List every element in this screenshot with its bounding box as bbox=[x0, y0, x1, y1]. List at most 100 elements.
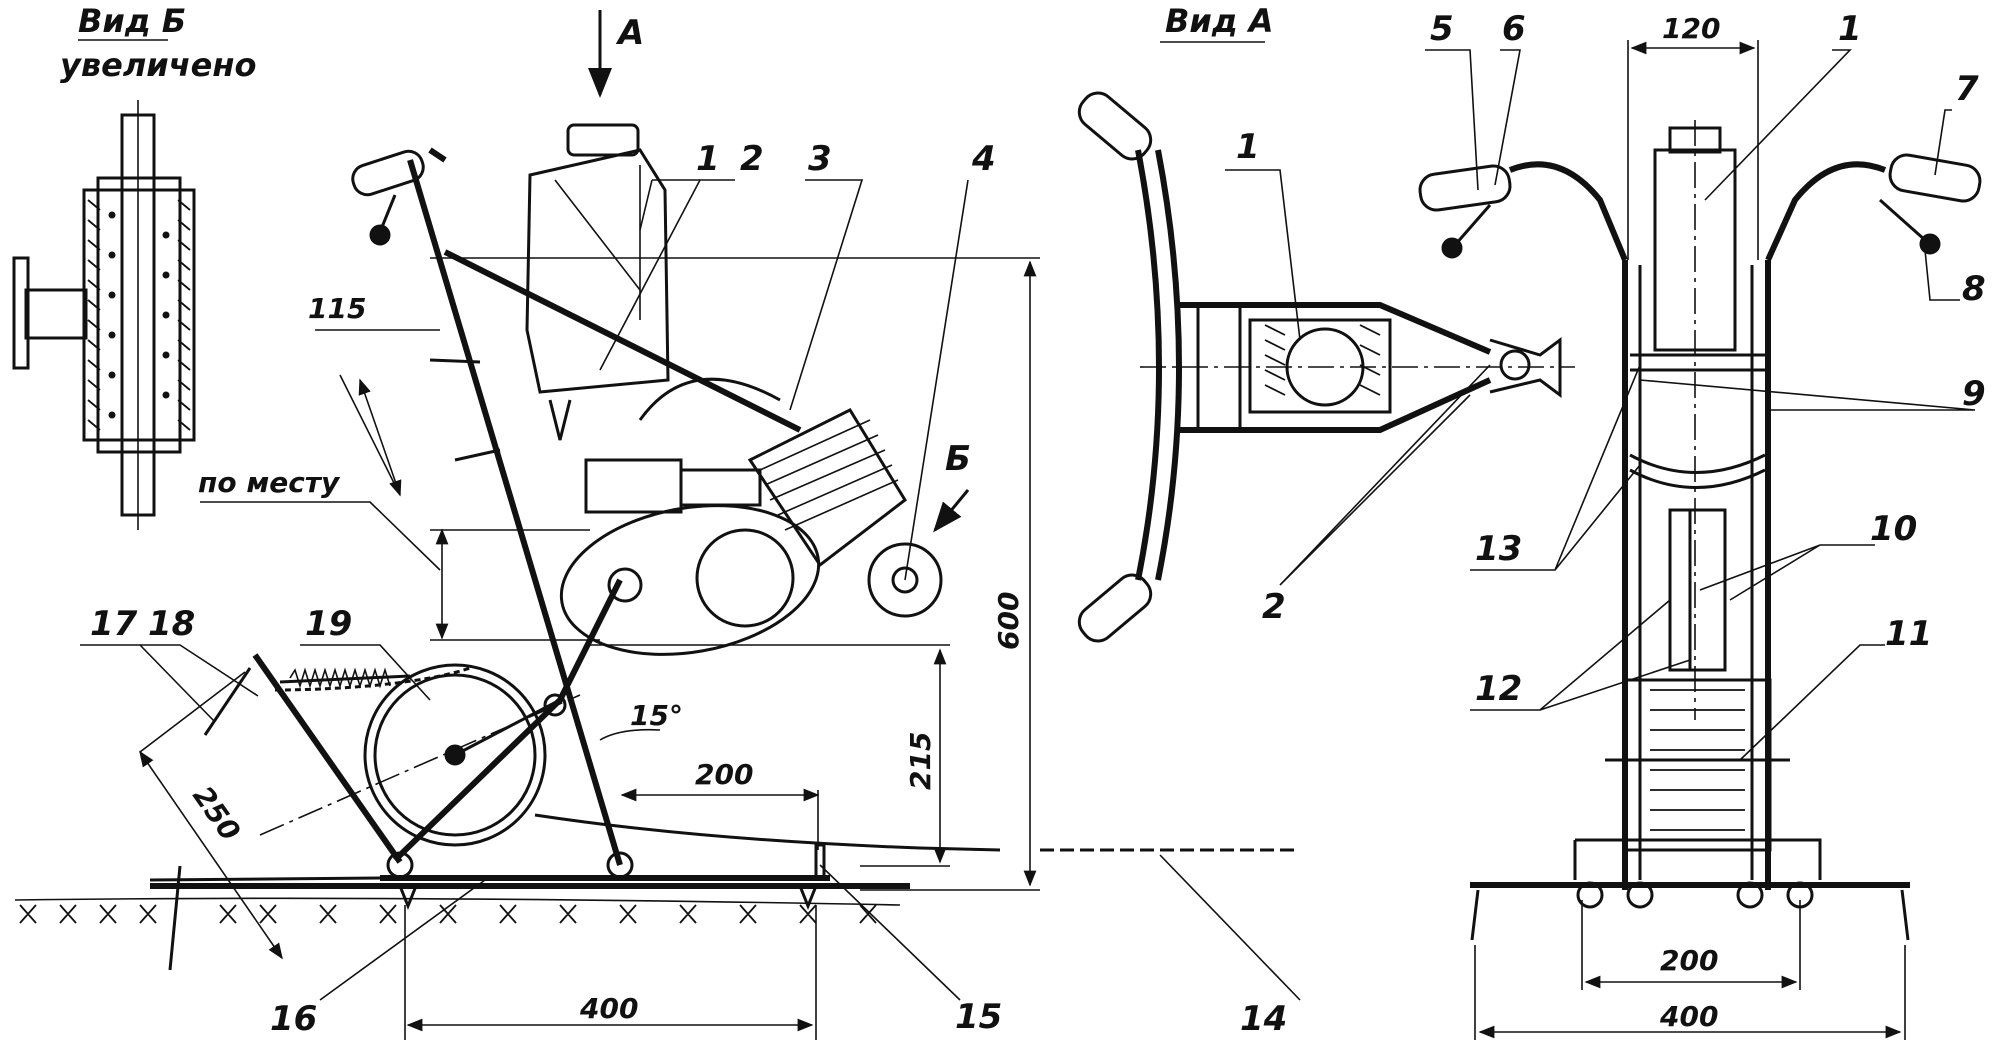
callout-front-11: 11 bbox=[1885, 614, 1932, 654]
dim-200-front-ext bbox=[1581, 900, 1801, 990]
ground-surface bbox=[14, 897, 901, 906]
dim-215-label: 215 bbox=[904, 732, 937, 790]
base-spikes bbox=[398, 885, 818, 911]
lower-strut bbox=[392, 578, 623, 863]
view-b-title: Вид Б bbox=[78, 2, 186, 40]
callout-side-1: 1 bbox=[696, 139, 720, 179]
top-handlebar-outer bbox=[1155, 149, 1182, 581]
side-view: А bbox=[14, 10, 1301, 1040]
strut-pivot bbox=[543, 693, 567, 717]
callout-side-15: 15 bbox=[955, 997, 1002, 1037]
top-grip-upper bbox=[1077, 91, 1153, 161]
engine-crankcase bbox=[559, 504, 821, 656]
side-handlebar-grip bbox=[351, 149, 425, 197]
dim-15deg-arc bbox=[599, 728, 661, 741]
starter-pulley bbox=[867, 542, 943, 618]
callout-front-5: 5 bbox=[1430, 9, 1454, 49]
front-crossbar-1 bbox=[1630, 353, 1765, 372]
dim-400-front-ext bbox=[1474, 945, 1906, 1040]
front-lever-knob-right bbox=[1919, 233, 1941, 255]
front-callout-6-leader bbox=[1494, 49, 1521, 186]
callout-side-2: 2 bbox=[740, 139, 764, 179]
dim-250-label: 250 bbox=[186, 780, 247, 847]
fuel-tank bbox=[525, 148, 670, 394]
dim-15deg-label: 15° bbox=[630, 699, 683, 732]
top-grip-lower bbox=[1077, 573, 1153, 643]
front-callout-7-leader bbox=[1934, 109, 1952, 176]
callout-front-10: 10 bbox=[1870, 509, 1917, 549]
frame-top bbox=[428, 147, 447, 163]
fuel-tank-strap bbox=[554, 165, 641, 320]
front-callout-13-leader bbox=[1470, 364, 1641, 571]
callout-side-14: 14 bbox=[1240, 999, 1287, 1039]
engine-magneto bbox=[584, 458, 683, 514]
view-a-title: Вид А bbox=[1165, 2, 1274, 40]
diagonal-brace bbox=[443, 249, 802, 433]
callout-front-7: 7 bbox=[1955, 69, 1979, 109]
dim-250-centerline bbox=[259, 694, 581, 836]
front-spikes bbox=[1470, 889, 1910, 941]
view-b-side-pipe bbox=[24, 288, 88, 340]
front-crossbar-2 bbox=[1629, 453, 1766, 489]
front-grip-right bbox=[1888, 153, 1982, 203]
top-frame-rails bbox=[1178, 302, 1492, 433]
main-frame-tube bbox=[407, 159, 623, 866]
dim-215-ext bbox=[590, 644, 950, 867]
view-b-pipe-flange bbox=[12, 256, 30, 370]
dim-po-mestu-ext bbox=[430, 529, 600, 641]
front-levers bbox=[1453, 198, 1926, 246]
dim-115-arrow bbox=[358, 378, 402, 497]
top-tank-hatch bbox=[1264, 324, 1381, 396]
front-wheel-1 bbox=[1576, 881, 1604, 909]
view-b-detail: Вид Б увеличено bbox=[12, 2, 256, 530]
front-callout-12-leader bbox=[1470, 599, 1691, 711]
callout-front-1: 1 bbox=[1838, 9, 1862, 49]
winch-drum bbox=[363, 663, 547, 847]
spring-wire bbox=[279, 674, 411, 684]
callout-side-4: 4 bbox=[971, 139, 996, 179]
front-lever-knob-left bbox=[1441, 237, 1463, 259]
view-b-coil-hatch bbox=[87, 199, 191, 431]
front-grip-left bbox=[1418, 164, 1512, 212]
dim-120-ext bbox=[1627, 40, 1759, 260]
view-b-drum bbox=[82, 188, 196, 442]
dim-po-mestu-label: по месту bbox=[198, 466, 341, 499]
fuel-tap bbox=[548, 399, 572, 441]
front-callout-5-leader bbox=[1425, 49, 1479, 191]
handle-17 bbox=[203, 667, 252, 736]
top-tank-mount bbox=[1248, 318, 1392, 414]
view-b-arrow bbox=[933, 489, 970, 533]
rear-stop bbox=[814, 843, 826, 880]
callout-side-17: 17 bbox=[90, 604, 138, 644]
view-b-drum-core bbox=[96, 176, 182, 454]
top-hitch-bolt bbox=[1499, 349, 1531, 381]
front-wheel-2 bbox=[1626, 881, 1654, 909]
arrow-b-label: Б bbox=[945, 439, 971, 479]
dim-400-front-label: 400 bbox=[1659, 1000, 1718, 1033]
dim-po-mestu-leader bbox=[200, 501, 441, 571]
front-callout-1-leader bbox=[1704, 49, 1852, 201]
front-drum-winding bbox=[1650, 689, 1745, 831]
dim-600-ext bbox=[430, 257, 1040, 891]
callout-side-3: 3 bbox=[808, 139, 832, 179]
dim-115-ticks bbox=[429, 358, 501, 462]
view-b-subtitle: увеличено bbox=[60, 46, 256, 84]
front-callout-10-leader bbox=[1699, 544, 1875, 601]
ground-peg bbox=[168, 865, 182, 971]
dim-115-label: 115 bbox=[308, 292, 366, 325]
tension-spring bbox=[274, 666, 471, 692]
engine-cable bbox=[638, 377, 781, 421]
callout-side-18: 18 bbox=[148, 604, 195, 644]
front-view: 120 200 bbox=[1418, 9, 1986, 1040]
front-callout-9-leader bbox=[1639, 379, 1976, 411]
front-base-bracket bbox=[1573, 838, 1822, 880]
callout-top-1: 1 bbox=[1236, 127, 1260, 167]
side-callouts: 1 2 3 4 15 16 17 18 19 14 bbox=[80, 139, 1301, 1039]
callout-front-6: 6 bbox=[1502, 9, 1526, 49]
arrow-a-label: А bbox=[615, 13, 644, 53]
top-callout-2-leader bbox=[1279, 364, 1491, 586]
starter-hub bbox=[891, 566, 919, 594]
ski-extension bbox=[149, 876, 381, 882]
side-lever-knob bbox=[369, 224, 391, 246]
dim-250-ext bbox=[139, 671, 246, 753]
